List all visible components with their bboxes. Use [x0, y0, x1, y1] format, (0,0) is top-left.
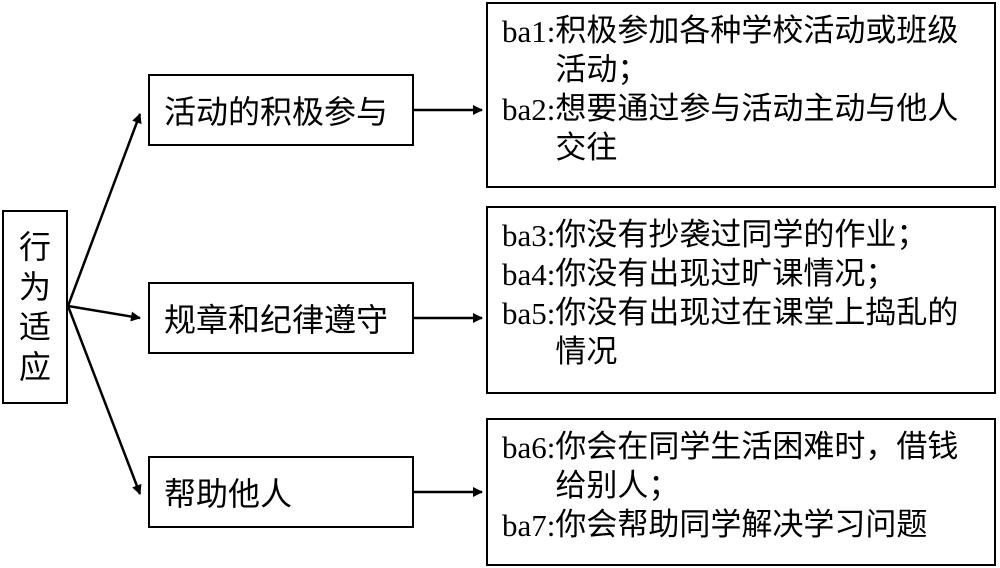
item-code: ba5: [502, 296, 556, 331]
item-code: ba6: [502, 430, 556, 465]
item-text: 你没有抄袭过同学的作业； [555, 217, 928, 253]
arrow-root-to-rules [67, 304, 141, 322]
detail-item: ba6: 你会在同学生活困难时，借钱给别人； [502, 428, 984, 506]
root-char: 行 [18, 228, 51, 266]
item-text: 想要通过参与活动主动与他人交往 [555, 91, 959, 166]
item-code: ba1: [502, 14, 556, 49]
detail-item: ba5: 你没有出现过在课堂上捣乱的情况 [502, 294, 984, 372]
item-text: 你没有出现过在课堂上捣乱的情况 [555, 295, 959, 370]
arrow-root-to-help [66, 305, 142, 495]
item-code: ba4: [502, 257, 556, 292]
item-code: ba7: [502, 508, 556, 543]
detail-item: ba7: 你会帮助同学解决学习问题 [502, 506, 984, 545]
detail-box-activity: ba1: 积极参加各种学校活动或班级活动； ba2: 想要通过参与活动主动与他人… [486, 2, 996, 188]
item-code: ba2: [502, 92, 556, 127]
node-helping-others: 帮助他人 [148, 456, 414, 528]
node-rule-compliance: 规章和纪律遵守 [148, 282, 414, 354]
root-char: 应 [18, 348, 51, 386]
root-char: 为 [18, 268, 51, 306]
detail-item: ba1: 积极参加各种学校活动或班级活动； [502, 12, 984, 90]
item-text: 积极参加各种学校活动或班级活动； [555, 13, 959, 88]
detail-box-rules: ba3: 你没有抄袭过同学的作业； ba4: 你没有出现过旷课情况； ba5: … [486, 206, 996, 394]
arrow-root-to-activity [66, 113, 142, 307]
detail-item: ba3: 你没有抄袭过同学的作业； [502, 216, 984, 255]
detail-box-helping: ba6: 你会在同学生活困难时，借钱给别人； ba7: 你会帮助同学解决学习问题 [486, 418, 996, 566]
root-node: 行 为 适 应 [2, 210, 68, 404]
detail-item: ba2: 想要通过参与活动主动与他人交往 [502, 90, 984, 168]
node-activity-participation: 活动的积极参与 [148, 74, 414, 146]
item-text: 你没有出现过旷课情况； [555, 256, 897, 292]
item-text: 你会在同学生活困难时，借钱给别人； [555, 429, 959, 504]
item-text: 你会帮助同学解决学习问题 [555, 507, 928, 543]
detail-item: ba4: 你没有出现过旷课情况； [502, 255, 984, 294]
root-char: 适 [18, 308, 51, 346]
item-code: ba3: [502, 218, 556, 253]
